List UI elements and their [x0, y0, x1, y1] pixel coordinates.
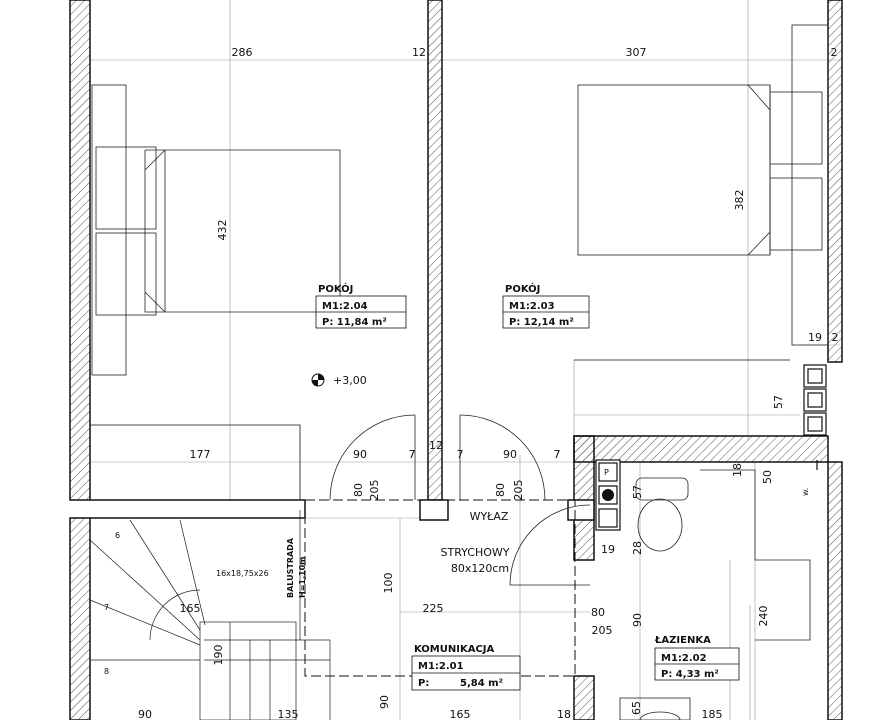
bathroom-top-wall	[573, 435, 829, 463]
dim-b165: 165	[450, 708, 471, 720]
door-bathroom	[509, 504, 591, 586]
stair-number-8: 8	[104, 667, 109, 676]
dim-b18: 18	[557, 708, 571, 720]
room-area-201: 5,84 m²	[460, 678, 503, 689]
stair-number-6: 6	[115, 531, 120, 540]
dim-top-edge: 2	[831, 46, 838, 59]
dim-57a: 57	[772, 395, 785, 409]
room-name-201: KOMUNIKACJA	[414, 644, 495, 655]
dim-left-room-height: 432	[216, 220, 229, 241]
room-id-204: M1:2.04	[322, 301, 368, 312]
bed-right	[577, 24, 829, 346]
room-area-204: P: 11,84 m²	[322, 317, 387, 328]
dim-7b: 7	[457, 448, 464, 461]
dim-top-right: 307	[626, 46, 647, 59]
dim-b90: 90	[138, 708, 152, 720]
dim-80a: 80	[352, 483, 365, 497]
vent-label: P	[604, 468, 609, 477]
dim-7a: 7	[409, 448, 416, 461]
level-mark: +3,00	[333, 374, 367, 387]
partition-wall	[427, 0, 443, 501]
dim-80b: 80	[494, 483, 507, 497]
room-area-202: P: 4,33 m²	[661, 669, 719, 680]
dim-90a: 90	[353, 448, 367, 461]
stair-steps: 16x18,75x26	[216, 569, 269, 578]
balustrade-line2: H=1,10m	[298, 557, 307, 598]
room-id-201: M1:2.01	[418, 661, 464, 672]
hatch-line3: 80x120cm	[451, 562, 509, 575]
room-area-203: P: 12,14 m²	[509, 317, 574, 328]
dim-90b: 90	[503, 448, 517, 461]
dim-90c: 90	[631, 613, 644, 627]
dim-165a: 165	[180, 602, 201, 615]
room-id-202: M1:2.02	[661, 653, 707, 664]
window-label: w.	[801, 488, 810, 496]
dim-50: 50	[761, 470, 774, 484]
dim-177: 177	[190, 448, 211, 461]
left-exterior-wall	[69, 0, 91, 501]
dim-12b: 12	[429, 439, 443, 452]
dim-top-mid: 12	[412, 46, 426, 59]
dim-205a: 205	[368, 480, 381, 501]
dim-2a: 2	[832, 331, 839, 344]
dim-b185: 185	[702, 708, 723, 720]
room-name-203: POKÓJ	[505, 282, 540, 295]
left-lower-wall	[69, 517, 91, 720]
dim-28: 28	[631, 541, 644, 555]
room-id-203: M1:2.03	[509, 301, 555, 312]
dim-b65: 65	[630, 701, 643, 715]
dim-205c: 205	[592, 624, 613, 637]
dim-80c: 80	[591, 606, 605, 619]
dim-top-left: 286	[232, 46, 253, 59]
dim-57b: 57	[631, 485, 644, 499]
dim-100: 100	[382, 573, 395, 594]
staircase	[89, 510, 331, 720]
room-name-204: POKÓJ	[318, 282, 353, 295]
dim-right-room-height: 382	[733, 190, 746, 211]
dim-b90v: 90	[378, 695, 391, 709]
bathroom-left-wall-upper	[573, 435, 595, 561]
right-lower-wall	[827, 461, 843, 720]
balustrade-line1: BALUSTRADA	[286, 537, 295, 598]
dim-205b: 205	[512, 480, 525, 501]
vent-dot	[602, 489, 614, 501]
room-name-202: ŁAZIENKA	[654, 635, 711, 646]
hatch-line2: STRYCHOWY	[441, 546, 510, 559]
door-right	[459, 414, 546, 501]
bathroom-left-wall-lower	[573, 675, 595, 720]
room-area-label-201: P:	[418, 678, 429, 689]
dim-18a: 18	[731, 463, 744, 477]
dim-19b: 19	[601, 543, 615, 556]
hatch-line1: WYŁAZ	[470, 510, 509, 523]
dim-225: 225	[423, 602, 444, 615]
dim-19a: 19	[808, 331, 822, 344]
dim-7c: 7	[554, 448, 561, 461]
dim-b135: 135	[278, 708, 299, 720]
dim-240: 240	[757, 606, 770, 627]
dimensions: 286 12 307 2 432 382 19 2 57 177 90 7 12…	[138, 46, 839, 720]
stair-number-7: 7	[104, 603, 109, 612]
bathroom-fixtures	[619, 469, 811, 720]
dim-190: 190	[212, 645, 225, 666]
door-left	[329, 414, 416, 501]
